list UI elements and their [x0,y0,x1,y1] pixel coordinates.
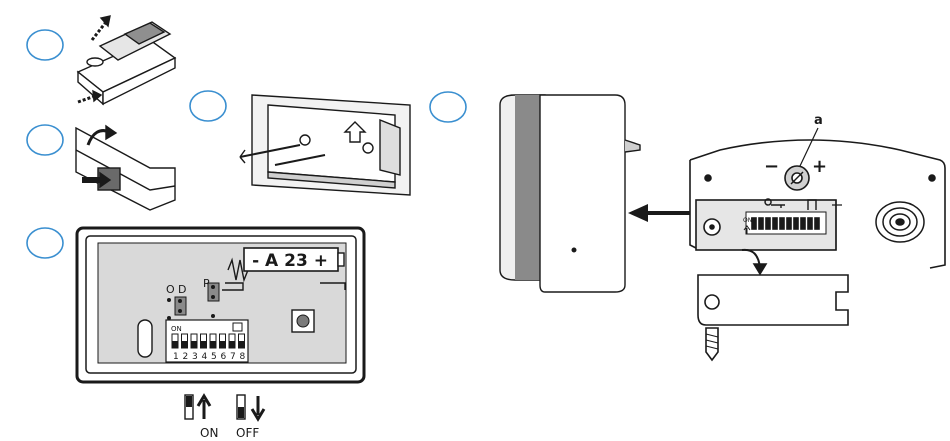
dip-number-1: 1 [173,352,179,362]
step-circle-4 [27,228,63,258]
step-circle-1 [27,30,63,60]
dip-lever-fill-6 [220,341,226,348]
battery-cover [698,275,848,325]
chime-dip-switch [746,212,826,234]
step-circle-3 [190,91,226,121]
screw-icon [706,328,718,360]
legend-on-label: ON [200,426,218,440]
battery-label: - A 23 + [252,251,328,271]
dip-lever-fill-5 [210,341,216,348]
dip-number-3: 3 [192,352,198,362]
arrow-up-icon [92,22,106,40]
chime-dip-lever-1 [752,218,756,229]
off-arrow-icon [252,396,264,419]
chime-dip-lever-4 [773,218,777,229]
dip-number-7: 7 [230,352,236,362]
chime-side-view [500,95,640,292]
switch-legend: ON OFF [185,395,264,440]
step-circle-5 [430,92,466,122]
chime-dip-lever-7 [794,218,798,229]
dip-lever-fill-3 [191,341,197,348]
chime-back-view: a − + ON [690,113,945,360]
transmitter-open-illustration [78,16,175,104]
chime-dip-lever-6 [787,218,791,229]
jumper-label-o: O [166,283,175,296]
dip-lever-fill-8 [239,341,245,348]
dip-lever-fill-2 [182,341,188,348]
dip-lever-fill-7 [229,341,235,348]
dip-number-4: 4 [202,352,208,362]
step-circle-2 [27,125,63,155]
dip-number-8: 8 [240,352,246,362]
arrow-right-icon [78,96,95,102]
volume-plus: + [812,156,827,177]
dip-lever-fill-4 [201,341,207,348]
dip-number-6: 6 [221,352,227,362]
legend-off-label: OFF [236,426,259,440]
chime-dip-lever-8 [801,218,805,229]
wall-bracket-illustration [240,95,410,195]
volume-minus: − [764,156,779,177]
chime-dip-lever-5 [780,218,784,229]
dip-on-label: ON [171,325,182,333]
chime-dip-on-label: ON [743,217,752,224]
speaker-grille-icon [876,202,924,242]
battery-cover-illustration [76,126,175,210]
dip-number-2: 2 [183,352,189,362]
dip-number-5: 5 [211,352,217,362]
on-arrow-icon [198,396,210,419]
jumper-label-d: D [178,283,186,296]
chime-dip-lever-9 [808,218,812,229]
chime-dip-lever-3 [766,218,770,229]
mounting-slot [138,320,152,357]
chime-dip-lever-2 [759,218,763,229]
chime-dip-lever-10 [815,218,819,229]
knob-label-a: a [814,113,823,128]
dip-lever-fill-1 [172,341,178,348]
